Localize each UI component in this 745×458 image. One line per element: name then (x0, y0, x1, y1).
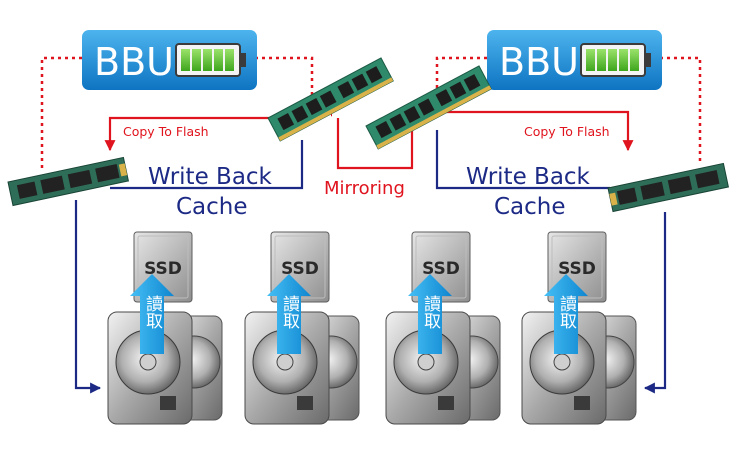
read-label: 讀取 (279, 295, 300, 329)
up-arrow-icon: 讀取 (130, 274, 174, 354)
read-label: 讀取 (420, 295, 441, 329)
bbu-left: BBU (82, 30, 257, 90)
ram-module-icon (365, 65, 492, 150)
ram-module-icon (267, 57, 394, 142)
hard-disk-icon (521, 311, 607, 425)
ssd-label: SSD (281, 259, 319, 279)
copy-to-flash-label-left: Copy To Flash (123, 124, 209, 139)
ssd-label: SSD (558, 259, 596, 279)
write-back-label-right: Write Back (466, 164, 591, 190)
storage-column: SSD 讀取 (244, 231, 360, 425)
up-arrow-icon: 讀取 (267, 274, 311, 354)
ssd-label: SSD (422, 259, 460, 279)
write-back-label-left: Write Back (148, 164, 273, 190)
battery-icon (580, 43, 651, 77)
ssd-label: SSD (144, 259, 182, 279)
storage-column: SSD 讀取 (521, 231, 637, 425)
hard-disk-icon (244, 311, 330, 425)
bbu-right-label: BBU (499, 40, 579, 84)
m2-ssd-icon (607, 162, 730, 213)
write-back-lines (74, 130, 667, 394)
read-label: 讀取 (142, 295, 163, 329)
read-label: 讀取 (556, 295, 577, 329)
bbu-right: BBU (487, 30, 662, 90)
bbu-left-label: BBU (94, 40, 174, 84)
storage-column: SSD 讀取 (107, 231, 223, 425)
bbu-dotted-lines (40, 56, 702, 170)
up-arrow-icon: 讀取 (544, 274, 588, 354)
mirroring-bracket (336, 112, 414, 170)
battery-icon (175, 43, 246, 77)
m2-ssd-icon (7, 156, 130, 207)
cache-label-left: Cache (176, 194, 248, 220)
copy-to-flash-label-right: Copy To Flash (524, 124, 610, 139)
storage-column: SSD 讀取 (385, 231, 501, 425)
copy-to-flash-arrows (104, 110, 634, 152)
up-arrow-icon: 讀取 (408, 274, 452, 354)
mirroring-label: Mirroring (324, 178, 405, 199)
cache-label-right: Cache (494, 194, 566, 220)
